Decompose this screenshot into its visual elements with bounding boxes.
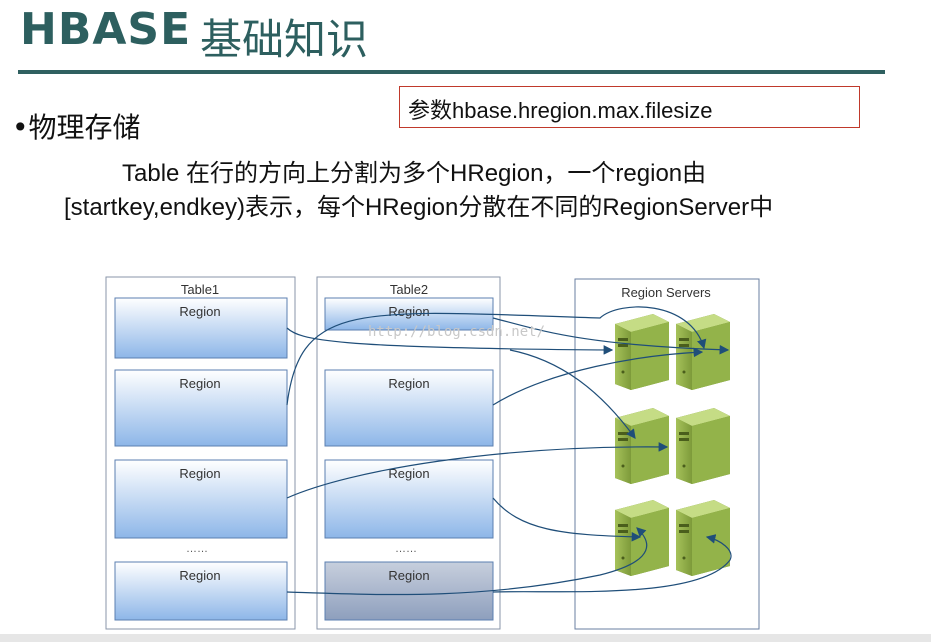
description-line-1: Table 在行的方向上分割为多个HRegion，一个region由 xyxy=(122,160,707,187)
table1-region-4-label: Region xyxy=(179,568,220,583)
region-servers-title: Region Servers xyxy=(621,285,711,300)
table1-region-1-label: Region xyxy=(179,304,220,319)
arrow-t2r2 xyxy=(492,347,704,406)
page-title-cn: 基础知识 xyxy=(200,15,369,64)
server-icon-5 xyxy=(615,500,669,576)
title-bar: HBASE 基础知识 xyxy=(0,0,931,80)
arrow-t2r4 xyxy=(492,534,732,593)
table1-region-4 xyxy=(114,561,288,621)
server-icon-1 xyxy=(615,314,669,390)
table2-region-2-label: Region xyxy=(388,376,429,391)
table2-region-3-label: Region xyxy=(388,466,429,481)
arrow-t1r1 xyxy=(286,327,614,355)
table1: Table1 Region Region Region …… Region xyxy=(105,276,296,630)
server-icon-6 xyxy=(676,500,730,576)
table1-region-3-label: Region xyxy=(179,466,220,481)
arrow-t2r1 xyxy=(492,317,730,355)
table1-title: Table1 xyxy=(181,282,219,297)
table1-ellipsis: …… xyxy=(186,543,208,555)
page-title-en: HBASE xyxy=(20,4,192,55)
parameter-box: 参数hbase.hregion.max.filesize xyxy=(399,86,860,128)
server-icon-4 xyxy=(676,408,730,484)
description-line-2: [startkey,endkey)表示，每个HRegion分散在不同的Regio… xyxy=(64,194,774,221)
title-rule xyxy=(18,70,885,74)
region-servers: Region Servers xyxy=(574,278,760,630)
bullet-heading: •物理存储 xyxy=(12,111,141,144)
table2-region-2 xyxy=(324,369,494,447)
table2-region-4-label: Region xyxy=(388,568,429,583)
table2: Table2 Region Region Region …… Region xyxy=(316,276,501,630)
watermark-text: http://blog.csdn.net/ xyxy=(368,324,545,340)
table2-region-4 xyxy=(324,561,494,621)
arrow-t1r4 xyxy=(286,527,648,596)
table1-region-2 xyxy=(114,369,288,447)
table2-region-3 xyxy=(324,459,494,539)
table1-region-2-label: Region xyxy=(179,376,220,391)
table2-title: Table2 xyxy=(390,282,428,297)
server-icon-2 xyxy=(676,314,730,390)
table2-region-1-label: Region xyxy=(388,304,429,319)
arrow-t2r1-b xyxy=(509,349,636,439)
arrow-t1r3 xyxy=(286,442,669,499)
arrow-t1r2 xyxy=(286,306,707,406)
region-assignment-arrows xyxy=(286,306,732,596)
table2-ellipsis: …… xyxy=(395,543,417,555)
bottom-bar xyxy=(0,634,931,642)
server-icon-3 xyxy=(615,408,669,484)
table1-region-3 xyxy=(114,459,288,539)
table1-region-1 xyxy=(114,297,288,359)
arrow-t2r3 xyxy=(492,497,642,542)
